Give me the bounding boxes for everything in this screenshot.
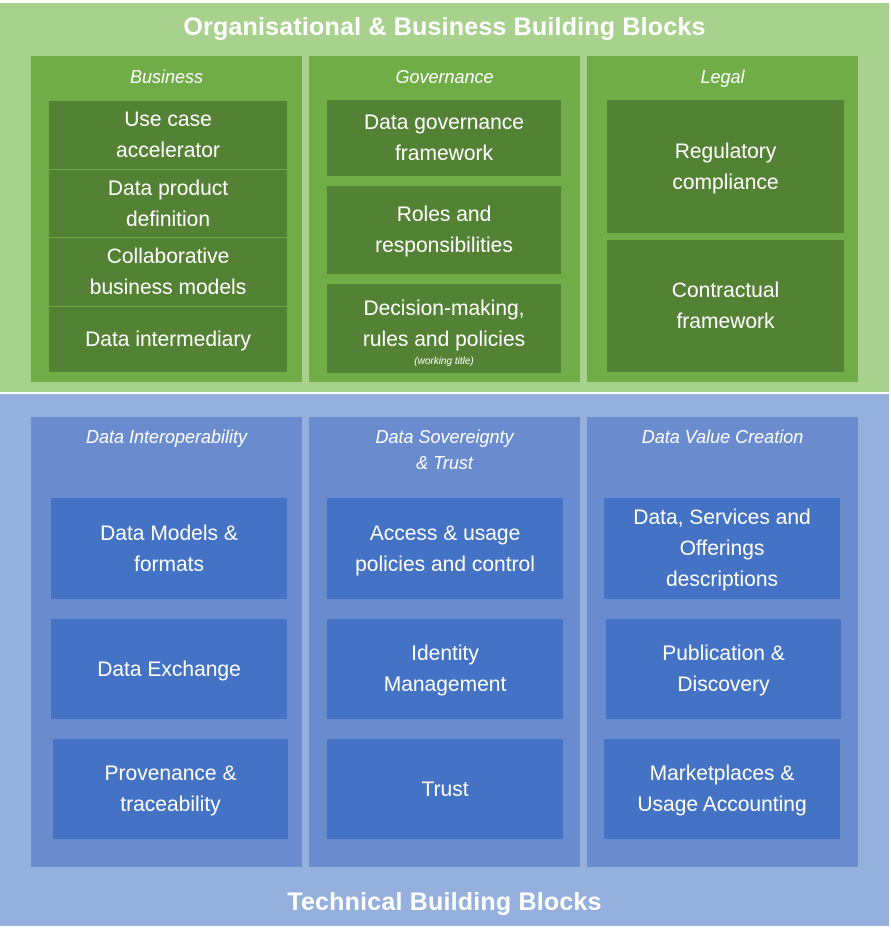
organisational-business-section: Organisational & Business Building Block… bbox=[0, 3, 889, 392]
column-title: Data Interoperability bbox=[85, 427, 248, 447]
column-title: Governance bbox=[395, 67, 494, 87]
block-label: Contractual framework bbox=[671, 279, 780, 333]
block-label: Trust bbox=[421, 777, 469, 801]
block-label: Provenance & traceability bbox=[104, 762, 237, 816]
block-data-services-offerings-descriptions: Data, Services and Offerings description… bbox=[604, 498, 840, 599]
block-data-governance-framework: Data governance framework bbox=[327, 100, 561, 176]
business-column: Business Use case accelerator Data produ… bbox=[31, 56, 302, 382]
block-publication-discovery: Publication & Discovery bbox=[606, 619, 841, 719]
block-data-product-definition: Data product definition bbox=[49, 170, 287, 237]
block-collaborative-business-models: Collaborative business models bbox=[49, 238, 287, 306]
governance-column: Governance Data governance framework Rol… bbox=[309, 56, 580, 382]
data-value-creation-column: Data Value Creation Data, Services and O… bbox=[587, 417, 858, 867]
block-label: Data product definition bbox=[107, 176, 229, 231]
block-roles-and-responsibilities: Roles and responsibilities bbox=[327, 186, 561, 274]
block-use-case-accelerator: Use case accelerator bbox=[49, 101, 287, 169]
block-trust: Trust bbox=[327, 739, 563, 839]
legal-column: Legal Regulatory compliance Contractual … bbox=[587, 56, 858, 382]
block-contractual-framework: Contractual framework bbox=[607, 240, 844, 372]
block-label: Data, Services and Offerings description… bbox=[633, 506, 811, 591]
block-decision-making-rules-policies: Decision-making, rules and policies (wor… bbox=[327, 284, 561, 373]
block-data-exchange: Data Exchange bbox=[51, 619, 287, 719]
working-title-note: (working title) bbox=[414, 355, 474, 367]
block-label: Use case accelerator bbox=[116, 108, 220, 162]
block-label: Collaborative business models bbox=[89, 245, 247, 299]
block-label: Roles and responsibilities bbox=[375, 203, 513, 257]
data-sovereignty-trust-column: Data Sovereignty & Trust Access & usage … bbox=[309, 417, 580, 867]
block-provenance-traceability: Provenance & traceability bbox=[53, 739, 288, 839]
block-regulatory-compliance: Regulatory compliance bbox=[607, 100, 844, 233]
block-marketplaces-usage-accounting: Marketplaces & Usage Accounting bbox=[604, 739, 840, 839]
technical-section: Data Interoperability Data Models & form… bbox=[0, 394, 889, 926]
block-label: Data intermediary bbox=[85, 328, 251, 351]
block-label: Regulatory compliance bbox=[672, 139, 779, 194]
column-title: Data Sovereignty & Trust bbox=[375, 427, 514, 473]
block-identity-management: Identity Management bbox=[327, 619, 563, 719]
column-title: Legal bbox=[700, 67, 745, 87]
block-data-models-formats: Data Models & formats bbox=[51, 498, 287, 599]
organisational-section-title: Organisational & Business Building Block… bbox=[183, 13, 706, 41]
block-label: Data Exchange bbox=[97, 657, 241, 681]
block-label: Decision-making, rules and policies bbox=[362, 296, 526, 351]
block-access-usage-policies: Access & usage policies and control bbox=[327, 498, 563, 599]
data-interoperability-column: Data Interoperability Data Models & form… bbox=[31, 417, 302, 867]
block-label: Data Models & formats bbox=[100, 521, 238, 576]
block-label: Identity Management bbox=[383, 642, 507, 696]
column-title: Business bbox=[129, 67, 204, 87]
technical-section-title: Technical Building Blocks bbox=[287, 888, 602, 916]
block-label: Marketplaces & Usage Accounting bbox=[637, 762, 807, 816]
block-label: Access & usage policies and control bbox=[355, 521, 535, 576]
block-label: Data governance framework bbox=[364, 111, 524, 165]
block-data-intermediary: Data intermediary bbox=[49, 307, 287, 372]
column-title: Data Value Creation bbox=[641, 427, 804, 447]
block-label: Publication & Discovery bbox=[662, 642, 785, 696]
